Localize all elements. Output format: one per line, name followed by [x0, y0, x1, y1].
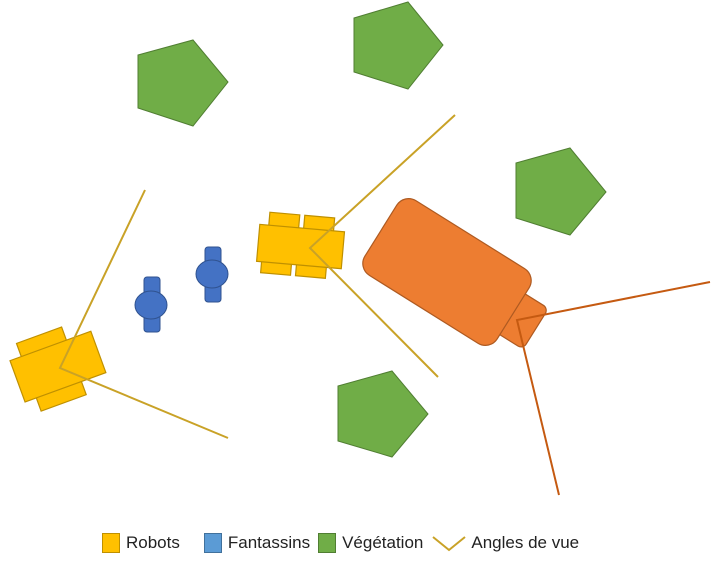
soldier-swatch-icon	[203, 533, 222, 553]
view-angle-swatch-icon	[432, 536, 467, 552]
legend: Robots Fantassins Végétation Angles de v…	[102, 533, 587, 553]
vegetation-pentagon	[337, 370, 429, 458]
legend-label: Robots	[126, 533, 180, 552]
robot-swatch-icon	[102, 533, 120, 553]
view-angle-robot-1	[58, 189, 229, 439]
legend-item-angles: Angles de vue	[431, 533, 579, 553]
legend-item-robots: Robots	[102, 533, 180, 553]
enemy-vehicle	[362, 198, 547, 348]
soldier-1	[134, 276, 168, 333]
legend-item-vegetation: Végétation	[318, 533, 423, 553]
robot-1	[9, 326, 107, 412]
legend-item-fantassins: Fantassins	[203, 533, 311, 553]
vegetation-pentagon	[137, 39, 229, 127]
soldier-2	[195, 246, 229, 303]
legend-label: Angles de vue	[471, 533, 580, 552]
vegetation-pentagon	[353, 1, 444, 90]
view-angle-enemy	[515, 281, 711, 496]
robot-2	[255, 211, 346, 279]
vegetation-pentagon	[515, 147, 607, 236]
vegetation-swatch-icon	[318, 533, 337, 553]
view-angle-robot-2	[308, 114, 456, 378]
legend-label: Fantassins	[227, 533, 311, 552]
legend-label: Végétation	[342, 533, 424, 552]
